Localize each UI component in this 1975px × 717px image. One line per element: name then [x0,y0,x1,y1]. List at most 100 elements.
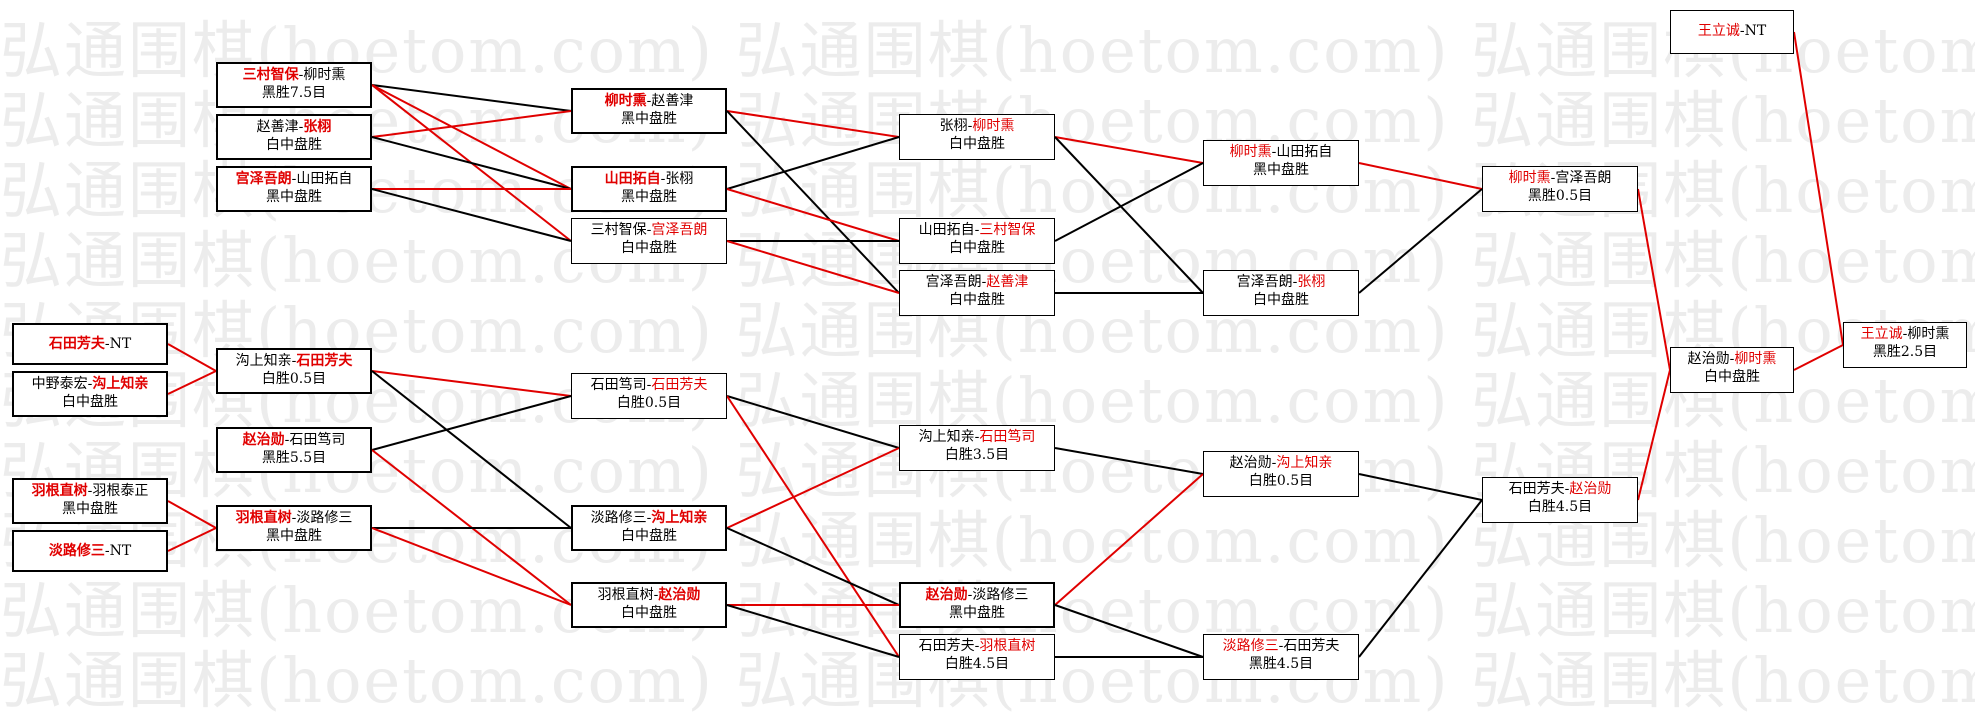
player-white: 羽根泰正 [92,483,149,499]
box-wang-vs-ryu: 王立诚-柳时熏黑胜2.5目 [1843,322,1967,368]
match-result: 黑胜4.5目 [1248,656,1314,672]
match-result: 黑中盘胜 [621,189,677,205]
bracket-connector [167,500,217,529]
player-white: 赵治勋 [1569,481,1612,497]
match-players: 淡路修三-沟上知亲 [573,509,725,527]
match-result: 白中盘胜 [949,240,1005,256]
player-white: 石田芳夫 [296,353,353,369]
player-black: 羽根直树 [31,483,88,499]
match-players: 石田芳夫-羽根直树 [900,637,1054,655]
box-mizokami-vs-ishida: 沟上知亲-石田芳夫白胜0.5目 [216,348,372,394]
player-white: 石田芳夫 [1283,638,1340,654]
match-players: 山田拓自-三村智保 [900,221,1054,239]
player-white: 张栩 [1297,274,1326,290]
match-separator: - [646,93,652,109]
box-wang-nt: 王立诚-NT [1670,10,1794,54]
bracket-connector [726,395,900,658]
bracket-connector [726,240,900,294]
box-ishida-vs-cho-chikun: 石田芳夫-赵治勋白胜4.5目 [1482,477,1638,523]
match-players: 三村智保-宫泽吾朗 [572,221,726,239]
box-cho-chikun-vs-mizokami: 赵治勋-沟上知亲白胜0.5目 [1203,451,1359,497]
bracket-connector [726,447,900,529]
match-separator: - [1739,23,1745,39]
bracket-connector [726,527,900,606]
match-players: 三村智保-柳时熏 [218,66,370,84]
bracket-connector [1054,136,1204,294]
player-white: 张栩 [303,119,332,135]
match-players: 赵治勋-淡路修三 [901,586,1053,604]
match-separator: - [646,510,652,526]
player-white: 宫泽吾朗 [1555,170,1612,186]
player-black: 王立诚 [1860,326,1903,342]
bracket-connector [371,370,572,397]
box-ryu-vs-yamada: 柳时熏-山田拓自黑中盘胜 [1203,140,1359,186]
match-result: 白中盘胜 [62,394,118,410]
match-result: 白胜0.5目 [616,395,682,411]
match-players: 张栩-柳时熏 [900,117,1054,135]
box-miyazawa-vs-yamada: 宫泽吾朗-山田拓自黑中盘胜 [216,166,372,212]
bracket-connector [1358,499,1483,658]
bracket-connector [371,136,572,190]
match-result: 黑中盘胜 [949,605,1005,621]
match-separator: - [967,118,973,134]
match-players: 淡路修三-NT [14,542,166,560]
match-players: 羽根直树-羽根泰正 [14,482,166,500]
player-white: 赵善津 [986,274,1029,290]
match-result: 黑中盘胜 [62,501,118,517]
match-separator: - [1292,274,1298,290]
box-ishida-atsushi-vs-ishida: 石田笃司-石田芳夫白胜0.5目 [571,373,727,419]
player-black: 石田芳夫 [918,638,975,654]
match-separator: - [1278,638,1284,654]
match-players: 赵善津-张栩 [218,118,370,136]
player-black: 张栩 [939,118,968,134]
player-black: 三村智保 [242,67,299,83]
player-black: 沟上知亲 [918,429,975,445]
player-white: 宫泽吾朗 [651,222,708,238]
bracket-connector [167,527,217,552]
box-yamada-vs-mimura: 山田拓自-三村智保白中盘胜 [899,218,1055,264]
box-awaji-vs-ishida: 淡路修三-石田芳夫黑胜4.5目 [1203,634,1359,680]
bracket-connector [726,604,900,658]
box-awaji-vs-mizokami: 淡路修三-沟上知亲白中盘胜 [571,505,727,551]
match-separator: - [653,587,659,603]
match-players: 赵治勋-沟上知亲 [1204,454,1358,472]
match-players: 宫泽吾朗-张栩 [1204,273,1358,291]
match-separator: - [291,171,297,187]
bracket-connector [371,84,572,190]
bracket-connector [1637,188,1671,371]
match-separator: - [1564,481,1570,497]
match-result: 白中盘胜 [949,292,1005,308]
player-black: 淡路修三 [590,510,647,526]
player-white: 张栩 [665,171,694,187]
match-result: 白胜4.5目 [944,656,1010,672]
bracket-connector [1358,188,1483,294]
player-white: 石田笃司 [979,429,1036,445]
match-result: 白胜4.5目 [1527,499,1593,515]
match-separator: - [291,510,297,526]
bracket-connector [371,395,572,451]
match-separator: - [660,171,666,187]
player-black: 淡路修三 [1222,638,1279,654]
match-result: 黑中盘胜 [266,528,322,544]
bracket-connector [726,110,900,138]
match-separator: - [646,377,652,393]
match-result: 白中盘胜 [266,137,322,153]
box-awaji-nt: 淡路修三-NT [12,530,168,572]
player-black: 羽根直树 [235,510,292,526]
player-white: 山田拓自 [296,171,353,187]
player-white: 淡路修三 [972,587,1029,603]
player-black: 赵治勋 [1687,351,1730,367]
player-white: 柳时熏 [303,67,346,83]
match-separator: - [1271,144,1277,160]
match-separator: - [974,638,980,654]
match-separator: - [298,119,304,135]
bracket-connector [1358,162,1483,190]
player-white: 赵善津 [651,93,694,109]
bracket-connector [726,395,900,449]
player-black: 沟上知亲 [235,353,292,369]
player-black: 赵善津 [256,119,299,135]
player-white: 柳时熏 [1907,326,1950,342]
box-ishida-vs-hane: 石田芳夫-羽根直树白胜4.5目 [899,634,1055,680]
match-players: 柳时熏-宫泽吾朗 [1483,169,1637,187]
bracket-connector [371,527,572,606]
